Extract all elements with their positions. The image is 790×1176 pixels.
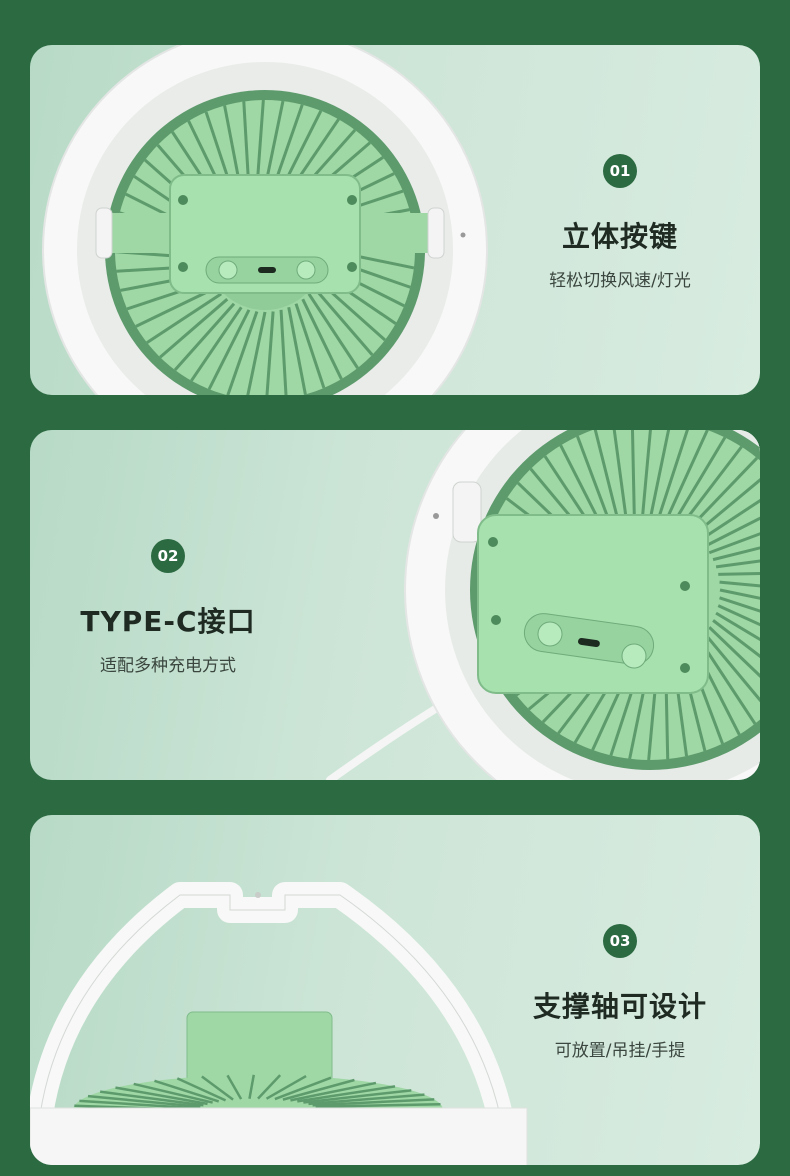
- fan-blade-line: [715, 611, 760, 642]
- fan-blade-line: [287, 306, 307, 395]
- fan-blade-line: [312, 1098, 435, 1107]
- fan-blade-line: [630, 430, 636, 522]
- section-number-badge: 03: [603, 924, 637, 958]
- section-number-badge: 02: [151, 539, 185, 573]
- fan-blade-line: [704, 516, 760, 548]
- fan-blade-line: [708, 626, 760, 678]
- section-number-badge: 01: [603, 154, 637, 188]
- fan-blade-line: [593, 430, 622, 528]
- fan-blade-line: [207, 309, 251, 390]
- fan-blade-line: [133, 1082, 213, 1104]
- fan-blade-line: [176, 1077, 227, 1102]
- fan-blade-line: [698, 498, 760, 542]
- fan-blade-line: [246, 311, 267, 395]
- fan-blade-line: [265, 1074, 307, 1100]
- fan-blade-line: [279, 309, 288, 395]
- fan-blade-line: [173, 302, 236, 371]
- fan-blade-line: [718, 572, 760, 576]
- fan-blade-line: [115, 1086, 208, 1106]
- fan-blade-line: [315, 1102, 441, 1109]
- section-title: TYPE-C接口: [80, 605, 256, 638]
- fan-blade-line: [297, 1085, 396, 1103]
- fan-blade-line: [263, 100, 285, 189]
- fan-blade-line: [201, 1075, 234, 1101]
- fan-blade-line: [712, 546, 760, 562]
- fan-back-image: [42, 45, 488, 395]
- fan-blade-line: [612, 430, 629, 525]
- fan-blade-line: [226, 1074, 243, 1100]
- fan-blade-line: [146, 292, 222, 344]
- fan-stand-image: [30, 882, 528, 1165]
- fan-blade-line: [719, 588, 760, 600]
- fan-blade-line: [87, 1094, 201, 1109]
- fan-blade-line: [703, 632, 760, 703]
- fan-blade-line: [135, 286, 217, 328]
- fan-blade-line: [307, 293, 359, 369]
- section-subtitle: 可放置/吊挂/手提: [554, 1041, 686, 1061]
- fan-blade-line: [308, 1093, 425, 1106]
- fan-blade-line: [255, 99, 265, 189]
- fan-blade-line: [226, 310, 259, 395]
- fan-blade-line: [648, 430, 671, 521]
- fan-blade-line: [717, 604, 760, 627]
- fan-blade-line: [712, 619, 760, 659]
- fan-blade-line: [99, 1090, 204, 1107]
- fan-blade-line: [708, 532, 760, 555]
- fan-blade-line: [257, 1074, 282, 1100]
- fan-blade-line: [679, 445, 743, 528]
- fan-port-image: [326, 430, 760, 780]
- feature-card-type-c: 02 TYPE-C接口 适配多种充电方式: [30, 430, 760, 780]
- section-title: 支撑轴可设计: [532, 990, 707, 1023]
- fan-blade-line: [294, 303, 326, 389]
- fan-blade-line: [719, 580, 760, 588]
- section-subtitle: 适配多种充电方式: [100, 656, 236, 676]
- fan-blade-line: [190, 306, 243, 382]
- fan-blade-line: [159, 298, 229, 359]
- fan-blade-line: [664, 430, 709, 523]
- section-subtitle: 轻松切换风速/灯光: [549, 271, 691, 291]
- fan-blade-line: [656, 430, 689, 521]
- fan-blade-line: [274, 1076, 332, 1101]
- fan-blade-line: [301, 298, 343, 380]
- fan-blade-line: [671, 436, 727, 525]
- fan-blade-line: [248, 1074, 256, 1099]
- fan-blade-line: [265, 311, 275, 395]
- fan-blade-line: [290, 1081, 377, 1102]
- fan-blade-line: [79, 1099, 199, 1110]
- fan-blade-line: [640, 430, 652, 521]
- feature-card-stand: 03 支撑轴可设计 可放置/吊挂/手提: [30, 815, 760, 1165]
- fan-blade-line: [154, 1079, 220, 1103]
- feature-card-buttons: 01 立体按键 轻松切换风速/灯光: [30, 45, 760, 395]
- fan-blade-line: [313, 286, 374, 356]
- fan-blade-line: [719, 596, 760, 613]
- section-title: 立体按键: [561, 220, 678, 253]
- fan-blade-line: [303, 1089, 412, 1104]
- fan-blade-line: [282, 1078, 355, 1101]
- fan-blade-line: [715, 559, 760, 569]
